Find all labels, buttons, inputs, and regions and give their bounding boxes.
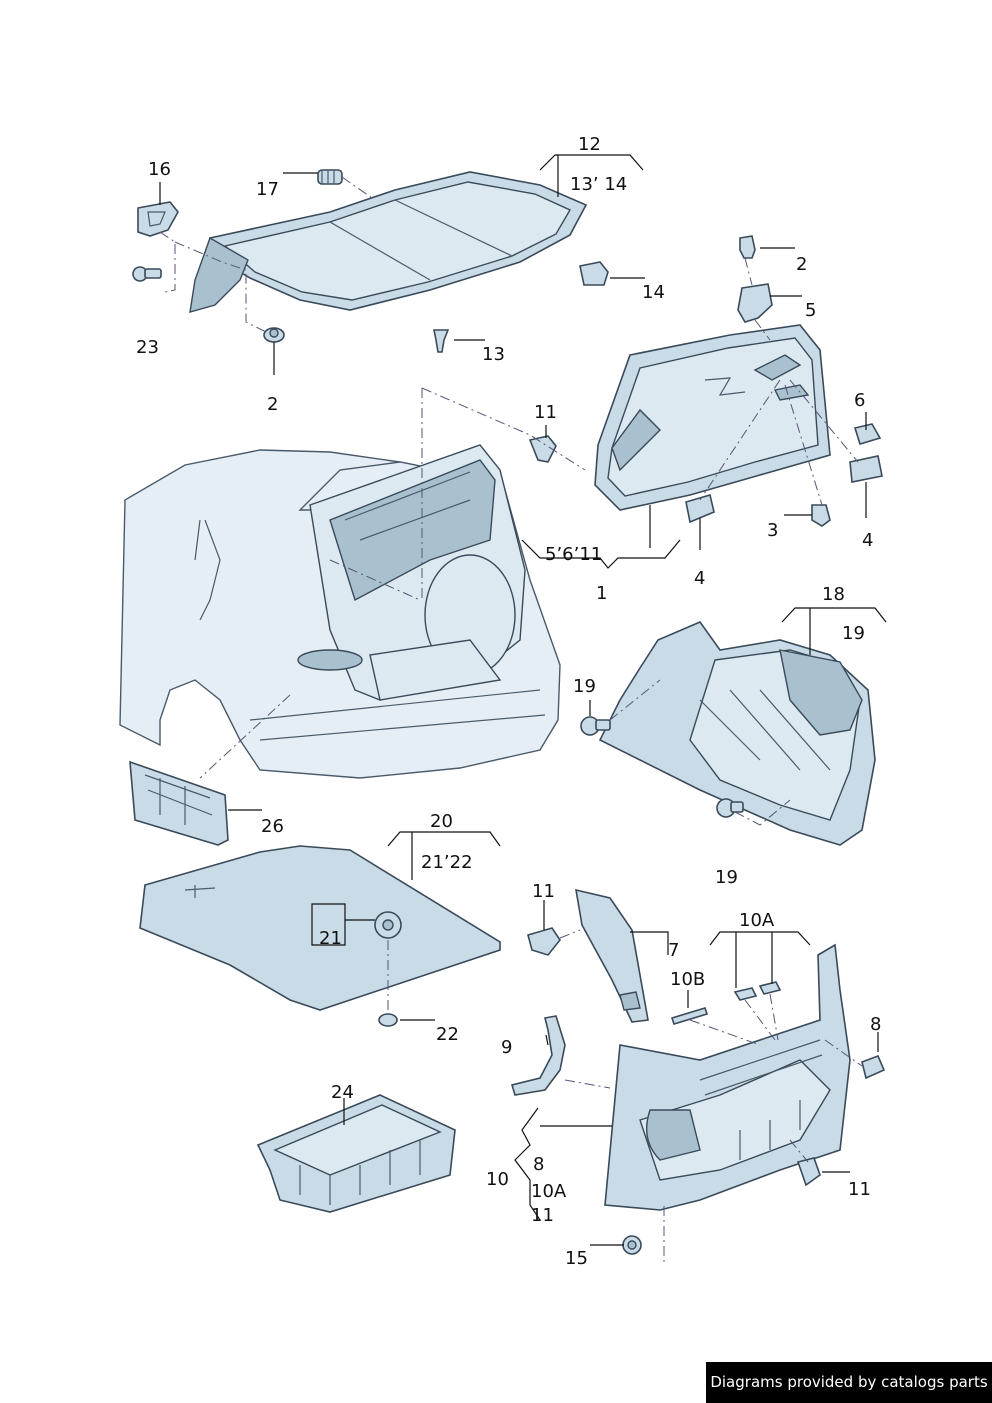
label-17: 17 bbox=[256, 179, 279, 200]
clip-11b bbox=[527, 927, 561, 956]
nut-15 bbox=[622, 1235, 642, 1255]
label-11-lid: 11 bbox=[534, 402, 557, 423]
cover-4b bbox=[685, 493, 715, 524]
label-7: 7 bbox=[668, 940, 679, 961]
label-15: 15 bbox=[565, 1248, 588, 1269]
label-2-lid: 2 bbox=[796, 254, 807, 275]
grommet-22 bbox=[378, 1013, 398, 1027]
label-3: 3 bbox=[767, 520, 778, 541]
bolt-17 bbox=[317, 169, 343, 185]
tool-tray-24 bbox=[256, 1094, 456, 1213]
label-10B: 10B bbox=[670, 969, 705, 990]
label-9: 9 bbox=[501, 1037, 512, 1058]
clip-14 bbox=[579, 261, 609, 286]
bolt-19b bbox=[716, 798, 744, 818]
grommet-21 bbox=[374, 911, 402, 939]
strap-9 bbox=[510, 1015, 566, 1096]
rear-panel-trim bbox=[604, 943, 851, 1211]
label-1: 1 bbox=[596, 583, 607, 604]
label-19-left: 19 bbox=[573, 676, 596, 697]
label-21-22: 21’22 bbox=[421, 852, 473, 873]
label-13: 13 bbox=[482, 344, 505, 365]
bolt-2b bbox=[739, 235, 756, 259]
label-10A-bottom: 10A bbox=[531, 1181, 567, 1202]
label-4-right: 4 bbox=[862, 530, 873, 551]
parcel-shelf bbox=[189, 171, 588, 313]
label-11-bottom: 11 bbox=[531, 1205, 554, 1226]
label-10A-top: 10A bbox=[739, 910, 775, 931]
label-21: 21 bbox=[319, 928, 342, 949]
floor-covering bbox=[139, 845, 501, 1011]
car-body bbox=[119, 444, 561, 779]
screw-3 bbox=[811, 504, 831, 527]
label-5-6-11: 5’6’11 bbox=[545, 544, 602, 565]
credit-banner: Diagrams provided by catalogs parts bbox=[706, 1362, 992, 1403]
trim-panel-7 bbox=[575, 888, 649, 1023]
label-13-14: 13’ 14 bbox=[570, 174, 627, 195]
label-18: 18 bbox=[822, 584, 845, 605]
clips-10A bbox=[733, 981, 782, 1001]
label-24: 24 bbox=[331, 1082, 354, 1103]
label-6: 6 bbox=[854, 390, 865, 411]
rivet-13 bbox=[433, 329, 450, 353]
fastener-2a bbox=[263, 327, 285, 343]
handle-5 bbox=[737, 283, 773, 323]
part-labels: 12 13’ 14 16 17 14 23 2 13 2 5 11 6 3 4 … bbox=[136, 134, 881, 1269]
label-19-bottom: 19 bbox=[715, 867, 738, 888]
label-10: 10 bbox=[486, 1169, 509, 1190]
label-22: 22 bbox=[436, 1024, 459, 1045]
label-12: 12 bbox=[578, 134, 601, 155]
bracket-26 bbox=[129, 760, 229, 846]
cover-4a bbox=[849, 455, 883, 483]
assembly-lines bbox=[159, 176, 863, 1262]
clip-6 bbox=[853, 423, 882, 445]
leader-lines bbox=[159, 154, 887, 1246]
label-20: 20 bbox=[430, 811, 453, 832]
label-14: 14 bbox=[642, 282, 665, 303]
label-16: 16 bbox=[148, 159, 171, 180]
strip-10B bbox=[670, 1007, 709, 1025]
clip-8 bbox=[861, 1054, 886, 1080]
label-8-bottom: 8 bbox=[533, 1154, 544, 1175]
clip-11a bbox=[528, 435, 557, 463]
boot-lid-trim bbox=[594, 324, 831, 511]
clip-11c bbox=[796, 1157, 821, 1187]
screw-23 bbox=[132, 266, 162, 282]
clip-16 bbox=[137, 201, 179, 237]
label-19-top: 19 bbox=[842, 623, 865, 644]
bolt-19a bbox=[580, 716, 611, 736]
side-trim bbox=[598, 621, 876, 846]
label-2-shelf: 2 bbox=[267, 394, 278, 415]
label-11-right: 11 bbox=[848, 1179, 871, 1200]
label-4-left: 4 bbox=[694, 568, 705, 589]
label-23: 23 bbox=[136, 337, 159, 358]
label-5: 5 bbox=[805, 300, 816, 321]
label-26: 26 bbox=[261, 816, 284, 837]
label-8-right: 8 bbox=[870, 1014, 881, 1035]
label-11-trim: 11 bbox=[532, 881, 555, 902]
